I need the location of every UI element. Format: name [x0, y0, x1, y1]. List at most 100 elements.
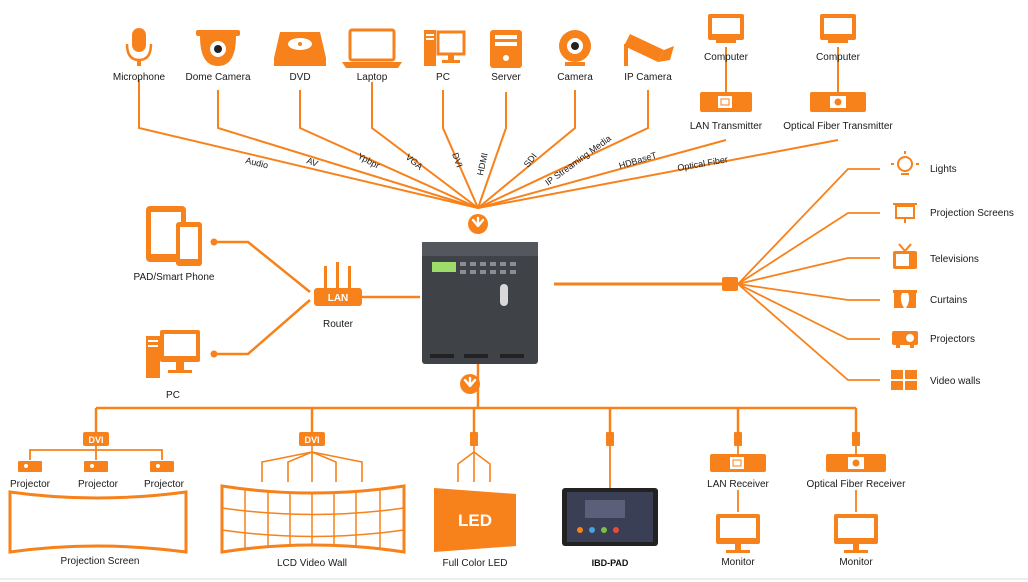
projector-icon — [150, 461, 174, 472]
left-pc-label: PC — [166, 390, 180, 401]
dvi-badge-projectors: DVI — [88, 435, 103, 445]
source-pc: PC — [424, 30, 466, 83]
laptop-label: Laptop — [357, 72, 388, 83]
led-panel-icon — [434, 488, 516, 552]
control-video-walls: Video walls — [891, 370, 980, 390]
signal-ip-streaming: IP Streaming Media — [543, 133, 613, 187]
control-televisions: Televisions — [893, 243, 979, 269]
input-arrow-badge — [466, 212, 490, 236]
signal-labels: Audio AV Ypbpr VGA DVI HDMI SDI IP Strea… — [245, 133, 729, 187]
router-icon — [314, 262, 362, 306]
output-lan-receiver: LAN Receiver Monitor — [707, 432, 770, 568]
projector-label-3: Projector — [144, 479, 185, 490]
source-lan-transmitter: Computer LAN Transmitter — [690, 14, 763, 132]
router-badge: LAN — [328, 293, 349, 304]
control-projection-screens: Projection Screens — [893, 203, 1014, 223]
central-control-unit — [422, 242, 538, 364]
computer-icon — [820, 14, 856, 43]
dvi-badge-wall: DVI — [304, 435, 319, 445]
curtains-icon — [893, 290, 917, 308]
touch-panel-icon — [562, 488, 658, 546]
optical-receiver-icon — [826, 454, 886, 472]
output-bus-lines — [94, 364, 858, 432]
ip-camera-icon — [624, 34, 674, 66]
router-group: LAN Router — [314, 262, 362, 330]
source-microphone: Microphone — [113, 28, 166, 83]
video-walls-label: Video walls — [930, 376, 980, 387]
dvd-label: DVD — [289, 72, 310, 83]
server-icon — [490, 30, 522, 68]
ibd-pad-label: IBD-PAD — [592, 558, 629, 568]
projection-screen-label: Projection Screen — [61, 556, 140, 567]
lan-transmitter-icon — [700, 92, 752, 112]
projector-icon — [18, 461, 42, 472]
output-lcd-wall: DVI LCD Video Wall — [220, 432, 406, 569]
full-color-led-label: Full Color LED — [442, 558, 507, 569]
input-signal-lines — [138, 47, 839, 209]
computer-label-optical: Computer — [816, 52, 861, 63]
laptop-icon — [342, 28, 402, 68]
computer-icon — [708, 14, 744, 43]
pc-icon — [146, 330, 200, 378]
lcd-wall-label: LCD Video Wall — [277, 558, 347, 569]
control-curtains: Curtains — [893, 290, 967, 308]
signal-sdi: SDI — [522, 151, 539, 169]
signal-hdbaset: HDBaseT — [618, 150, 659, 171]
monitor-label-left: Monitor — [721, 557, 755, 568]
control-projectors: Projectors — [892, 331, 975, 348]
source-camera: Camera — [557, 30, 593, 83]
pc-label: PC — [436, 72, 450, 83]
output-ibd-pad: IBD-PAD — [562, 432, 658, 568]
video-wall-icon — [891, 370, 917, 390]
output-full-color-led: LED Full Color LED — [434, 432, 516, 569]
lan-receiver-icon — [710, 454, 766, 472]
optical-transmitter-icon — [810, 92, 866, 112]
projection-screen-icon — [8, 490, 188, 554]
monitor-label-right: Monitor — [839, 557, 873, 568]
microphone-label: Microphone — [113, 72, 166, 83]
televisions-label: Televisions — [930, 254, 979, 265]
output-optical-receiver: Optical Fiber Receiver Monitor — [807, 432, 907, 568]
source-laptop: Laptop — [342, 28, 402, 83]
control-lines — [554, 168, 880, 381]
projector-label-1: Projector — [10, 479, 51, 490]
control-lights: Lights — [891, 151, 957, 175]
output-arrow-badge — [458, 372, 482, 396]
signal-ypbpr: Ypbpr — [356, 151, 381, 171]
server-label: Server — [491, 72, 521, 83]
left-connection-lines — [214, 240, 420, 356]
optical-receiver-label: Optical Fiber Receiver — [807, 479, 907, 490]
lights-label: Lights — [930, 164, 957, 175]
monitor-icon — [834, 514, 878, 553]
dome-camera-label: Dome Camera — [185, 72, 250, 83]
optical-transmitter-label: Optical Fiber Transmitter — [783, 121, 893, 132]
television-icon — [893, 243, 917, 269]
webcam-icon — [559, 30, 591, 66]
projectors-label: Projectors — [930, 334, 975, 345]
camera-label: Camera — [557, 72, 593, 83]
source-dome-camera: Dome Camera — [185, 30, 251, 83]
pad-smartphone-label: PAD/Smart Phone — [134, 272, 215, 283]
signal-dvi: DVI — [450, 151, 465, 169]
source-optical-transmitter: Computer Optical Fiber Transmitter — [783, 14, 893, 132]
curtains-label: Curtains — [930, 295, 967, 306]
microphone-icon — [125, 28, 153, 66]
signal-hdmi: HDMI — [475, 152, 490, 177]
projector-icon — [892, 331, 918, 348]
router-label: Router — [323, 319, 354, 330]
source-ip-camera: IP Camera — [624, 34, 674, 83]
output-projection: DVI Projector Projector Projector Projec… — [8, 432, 188, 567]
left-pc-group: PC — [146, 330, 200, 401]
lan-transmitter-label: LAN Transmitter — [690, 121, 763, 132]
signal-vga: VGA — [404, 152, 425, 172]
ip-camera-label: IP Camera — [624, 72, 672, 83]
lan-receiver-label: LAN Receiver — [707, 479, 769, 490]
pad-smartphone-group: PAD/Smart Phone — [134, 206, 215, 283]
dvd-icon — [274, 32, 326, 66]
control-hub — [722, 277, 738, 291]
led-badge: LED — [458, 511, 492, 530]
projector-label-2: Projector — [78, 479, 119, 490]
projection-screen-icon — [893, 203, 917, 223]
